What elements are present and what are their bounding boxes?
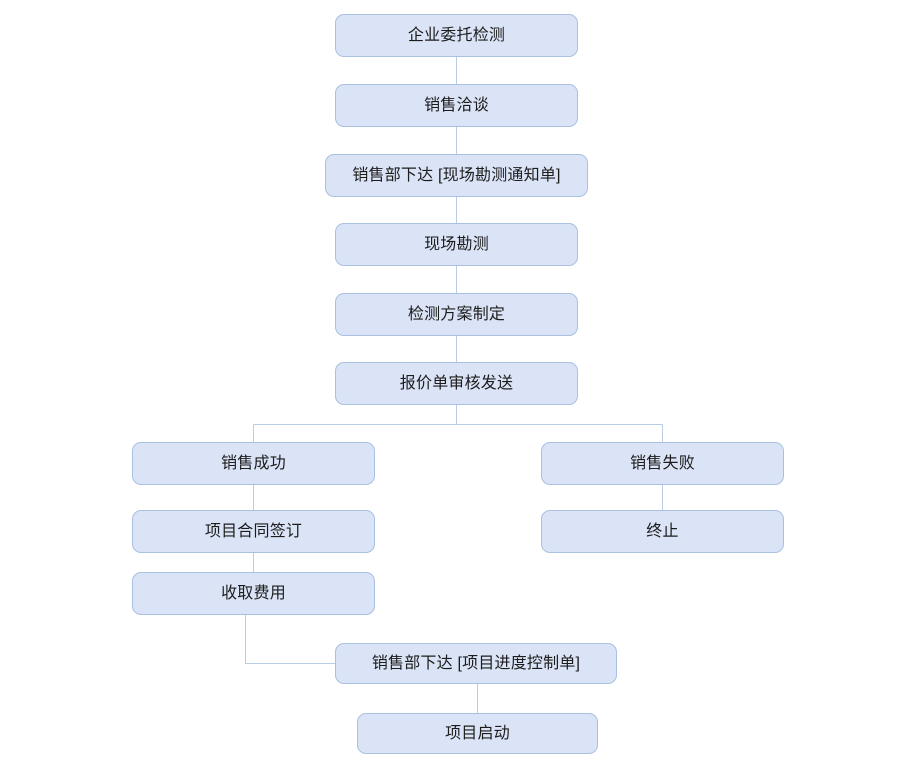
node-terminate[interactable]: 终止 [541, 510, 784, 553]
node-sales-negotiation[interactable]: 销售洽谈 [335, 84, 578, 127]
node-sales-dept-issue-site-survey-notice[interactable]: 销售部下达 [现场勘测通知单] [325, 154, 588, 197]
node-site-survey[interactable]: 现场勘测 [335, 223, 578, 266]
node-label: 现场勘测 [424, 235, 489, 253]
node-label: 销售部下达 [现场勘测通知单] [352, 166, 561, 184]
node-label: 终止 [646, 522, 679, 540]
node-label: 销售部下达 [项目进度控制单] [371, 654, 581, 672]
node-label: 检测方案制定 [407, 305, 506, 323]
node-label: 销售失败 [630, 454, 695, 472]
node-quotation-review-and-send[interactable]: 报价单审核发送 [335, 362, 578, 405]
node-label: 报价单审核发送 [399, 374, 514, 392]
node-label: 销售洽谈 [424, 96, 489, 114]
node-label: 收取费用 [221, 584, 286, 602]
node-enterprise-entrusted-inspection[interactable]: 企业委托检测 [335, 14, 578, 57]
node-sales-failure[interactable]: 销售失败 [541, 442, 784, 485]
node-sales-success[interactable]: 销售成功 [132, 442, 375, 485]
node-collect-fees[interactable]: 收取费用 [132, 572, 375, 615]
node-sales-dept-issue-project-progress-control-sheet[interactable]: 销售部下达 [项目进度控制单] [335, 643, 617, 684]
node-project-start[interactable]: 项目启动 [357, 713, 598, 754]
connector-n11-n12 [244, 615, 335, 665]
node-label: 项目合同签订 [204, 522, 303, 540]
node-label: 企业委托检测 [407, 26, 506, 44]
node-label: 项目启动 [445, 724, 510, 742]
node-inspection-plan-formulation[interactable]: 检测方案制定 [335, 293, 578, 336]
node-label: 销售成功 [221, 454, 286, 472]
node-project-contract-signing[interactable]: 项目合同签订 [132, 510, 375, 553]
